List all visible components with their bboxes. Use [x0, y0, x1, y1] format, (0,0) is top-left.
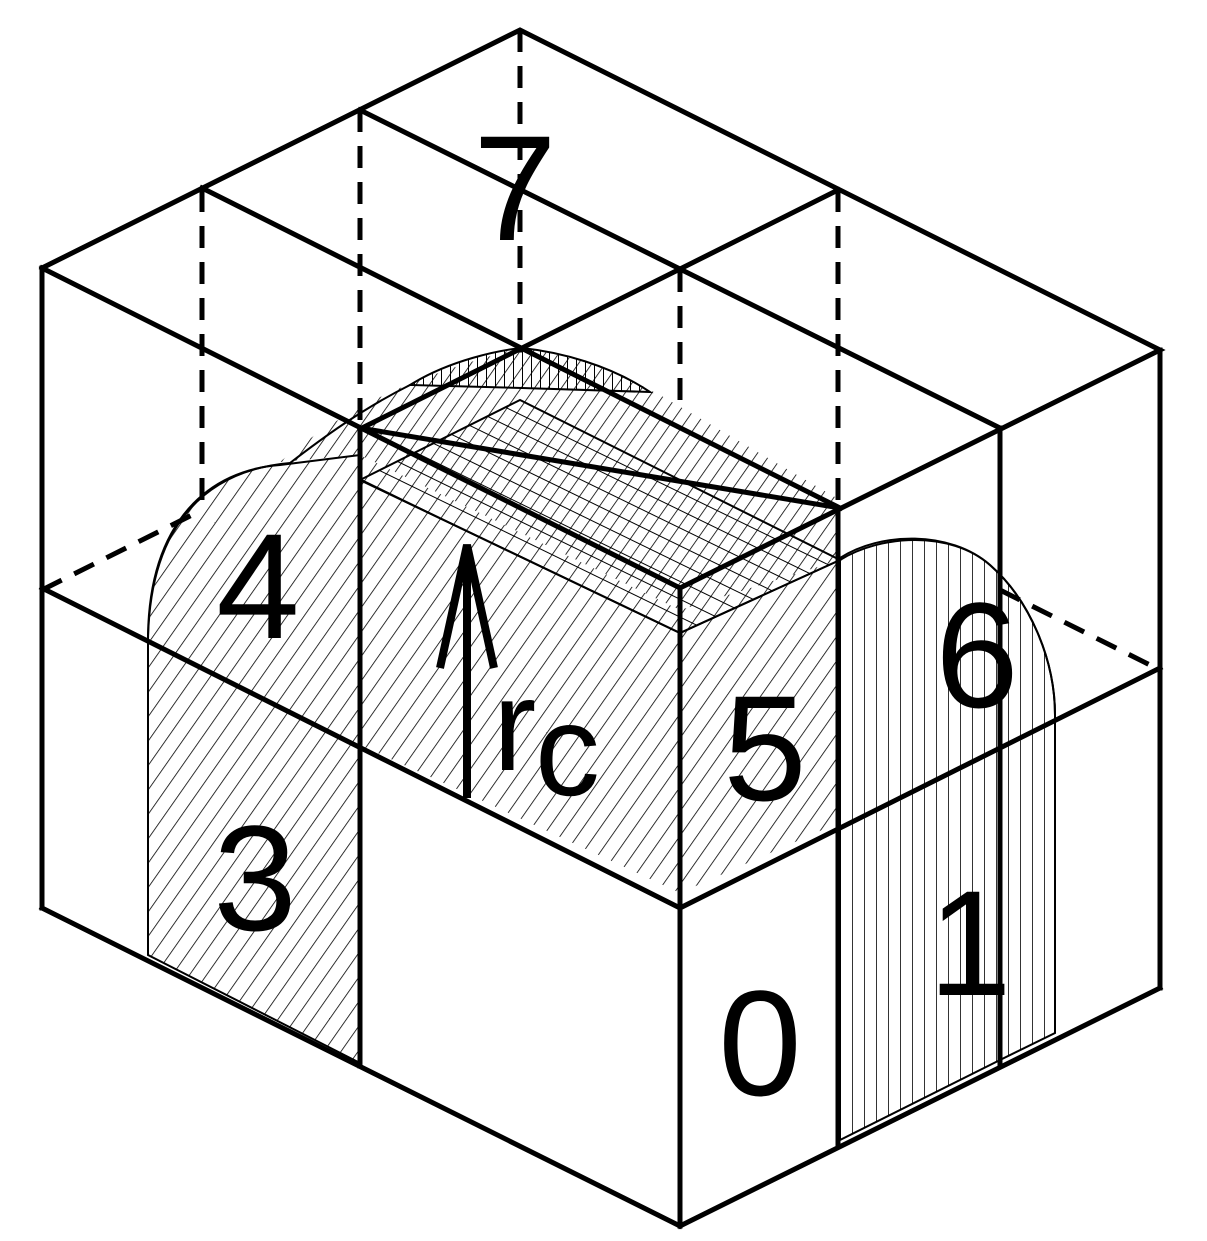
- hatch-region-middle-front: [360, 455, 680, 893]
- cell-label-6: 6: [935, 571, 1018, 739]
- radius-arrow: [436, 544, 498, 798]
- visible-edges: [38, 27, 1166, 1230]
- radius-subscript: c: [535, 677, 600, 823]
- cell-label-7: 7: [473, 104, 556, 272]
- radius-symbol: r: [493, 652, 536, 798]
- cell-label-0: 0: [718, 959, 801, 1127]
- cell-label-5: 5: [723, 664, 806, 832]
- hatch-region-right-front: [680, 560, 840, 893]
- cell-label-3: 3: [213, 794, 296, 962]
- cell-label-4: 4: [216, 502, 299, 670]
- cell-label-1: 1: [928, 859, 1011, 1027]
